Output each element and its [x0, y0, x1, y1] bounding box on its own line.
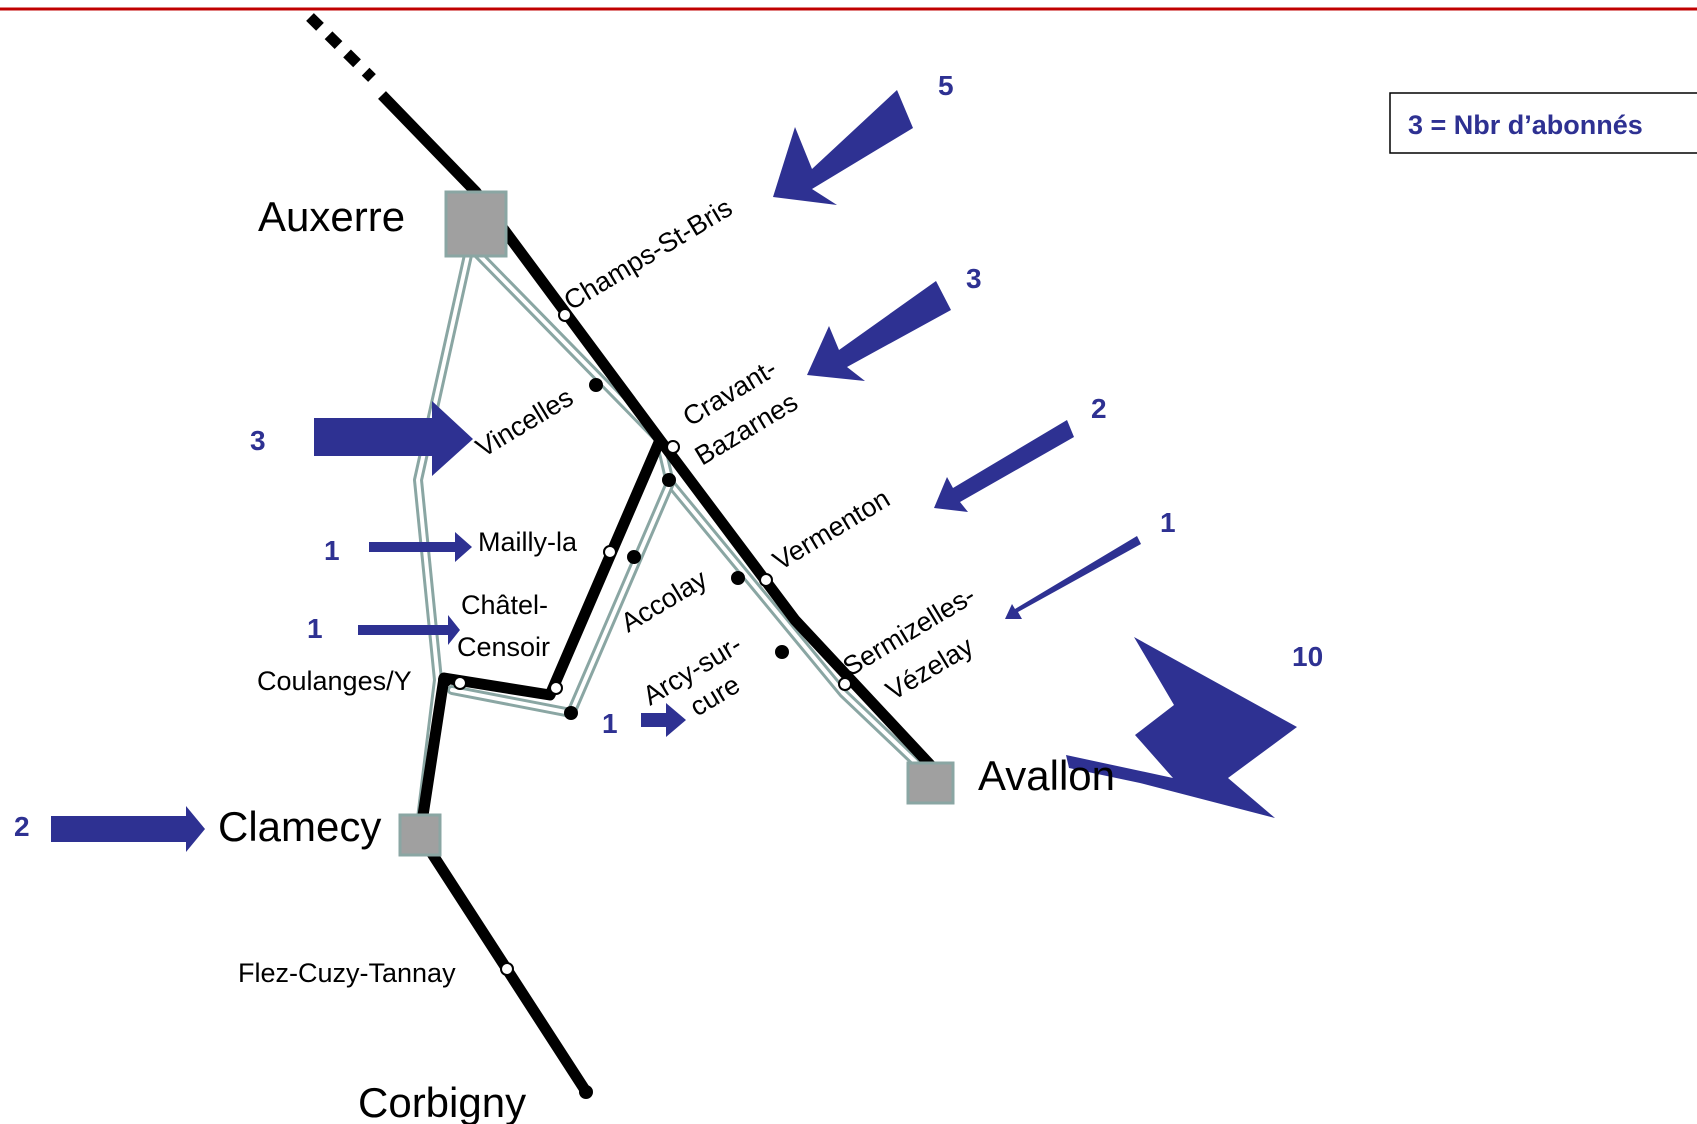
avallon-station-box — [906, 761, 955, 805]
champs-count: 5 — [938, 70, 954, 101]
flez-dot — [500, 962, 514, 976]
clamecy-count: 2 — [14, 811, 30, 842]
chatel-dot — [549, 681, 563, 695]
cravant-count: 3 — [966, 263, 982, 294]
cravant-secondary-dot — [662, 473, 676, 487]
champs-arrow — [773, 90, 913, 205]
clamecy-label: Clamecy — [218, 803, 381, 850]
champs-label: Champs-St-Bris — [559, 192, 738, 316]
legend-box — [1389, 92, 1697, 154]
avallon-arrow — [1066, 637, 1297, 818]
vincelles-dot — [589, 378, 603, 392]
cravant-arrow — [807, 281, 951, 381]
corbigny-dot — [579, 1085, 593, 1099]
cravant-dot — [666, 440, 680, 454]
coulanges-secondary-dot — [453, 676, 467, 690]
mailly-label: Mailly-la — [478, 527, 578, 557]
accolay-dot — [731, 571, 745, 585]
chatel-label-line1: Châtel- — [461, 590, 548, 620]
arcy-dot — [775, 645, 789, 659]
mailly-secondary-dot — [627, 550, 641, 564]
legend: 3 = Nbr d’abonnés — [1389, 92, 1697, 154]
main-rail-lines — [306, 13, 940, 1093]
coulanges-label: Coulanges/Y — [257, 666, 412, 696]
station-boxes — [398, 190, 955, 857]
vincelles-arrow — [314, 401, 473, 476]
mailly-dot — [603, 545, 617, 559]
legend-text: 3 = Nbr d’abonnés — [1408, 110, 1643, 140]
chatel-arrow — [358, 615, 460, 645]
rail-dotted-continuation — [306, 13, 376, 82]
flez-label: Flez-Cuzy-Tannay — [238, 958, 456, 988]
arcy-secondary-dot — [564, 706, 578, 720]
mailly-count: 1 — [324, 535, 340, 566]
corbigny-label: Corbigny — [358, 1079, 526, 1124]
chatel-count: 1 — [307, 613, 323, 644]
mailly-arrow — [369, 532, 472, 562]
sermizelles-count: 1 — [1160, 507, 1176, 538]
clamecy-station-box — [398, 813, 442, 857]
station-dots — [438, 308, 852, 1099]
station-labels: Auxerre Avallon Clamecy Corbigny Champs-… — [218, 192, 1115, 1124]
vermenton-dot — [759, 573, 773, 587]
champs-dot — [558, 308, 572, 322]
vincelles-label: Vincelles — [471, 382, 579, 463]
avallon-count: 10 — [1292, 641, 1323, 672]
chatel-label-line2: Censoir — [457, 632, 550, 662]
subscriber-counts: 5 3 3 2 1 10 1 1 1 2 — [14, 70, 1323, 842]
sermizelles-arrow — [1005, 536, 1141, 619]
arcy-count: 1 — [602, 708, 618, 739]
auxerre-station-box — [444, 190, 508, 258]
clamecy-arrow — [51, 806, 205, 852]
subscriber-arrows — [51, 90, 1297, 852]
vermenton-label: Vermenton — [768, 483, 895, 576]
vincelles-count: 3 — [250, 425, 266, 456]
auxerre-label: Auxerre — [258, 193, 405, 240]
arcy-arrow — [641, 703, 686, 737]
coulanges-dot — [438, 673, 452, 687]
avallon-label: Avallon — [978, 752, 1115, 799]
vermenton-count: 2 — [1091, 393, 1107, 424]
sermizelles-dot — [838, 677, 852, 691]
vermenton-arrow — [934, 420, 1074, 512]
